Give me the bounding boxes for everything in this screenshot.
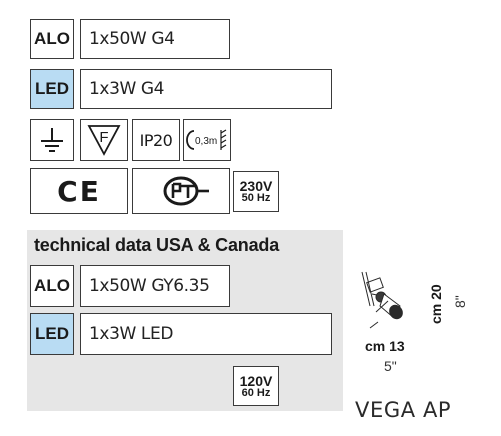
usa-led-spec: 1x3W LED (80, 313, 332, 355)
ce-mark-text: CE (57, 174, 101, 208)
alo-spec: 1x50W G4 (80, 19, 230, 59)
f-mark-icon: F (80, 119, 128, 161)
lamp-drawing (361, 271, 403, 329)
width-in-label: 5" (384, 358, 397, 374)
distance-icon: 0,3m (183, 119, 231, 161)
ce-mark-icon: CE (30, 168, 128, 214)
ground-icon (30, 119, 74, 161)
distance-label: 0,3m (195, 136, 217, 147)
ip-rating-label: IP20 (139, 130, 173, 150)
usa-alo-spec: 1x50W GY6.35 (80, 265, 230, 307)
led-spec: 1x3W G4 (80, 69, 332, 109)
usa-voltage-label: 120V (239, 372, 273, 389)
height-cm-label: cm 20 (428, 284, 444, 324)
usa-led-tag: LED (30, 313, 74, 355)
voltage-label: 230V (239, 178, 273, 194)
usa-canada-title: technical data USA & Canada (34, 235, 280, 255)
f-mark-text: F (99, 129, 108, 146)
led-tag: LED (30, 69, 74, 109)
alo-tag: ALO (30, 19, 74, 59)
model-name: VEGA AP (355, 398, 452, 422)
usa-frequency-label: 60 Hz (241, 386, 271, 399)
usa-alo-tag: ALO (30, 265, 74, 307)
width-cm-label: cm 13 (365, 338, 405, 354)
height-in-label: 8" (452, 295, 468, 308)
frequency-label: 50 Hz (241, 192, 271, 204)
usa-voltage-badge: 120V 60 Hz (233, 366, 279, 406)
ip-rating-icon: IP20 (132, 119, 180, 161)
voltage-badge: 230V 50 Hz (233, 171, 279, 212)
pct-mark-icon (132, 168, 230, 214)
